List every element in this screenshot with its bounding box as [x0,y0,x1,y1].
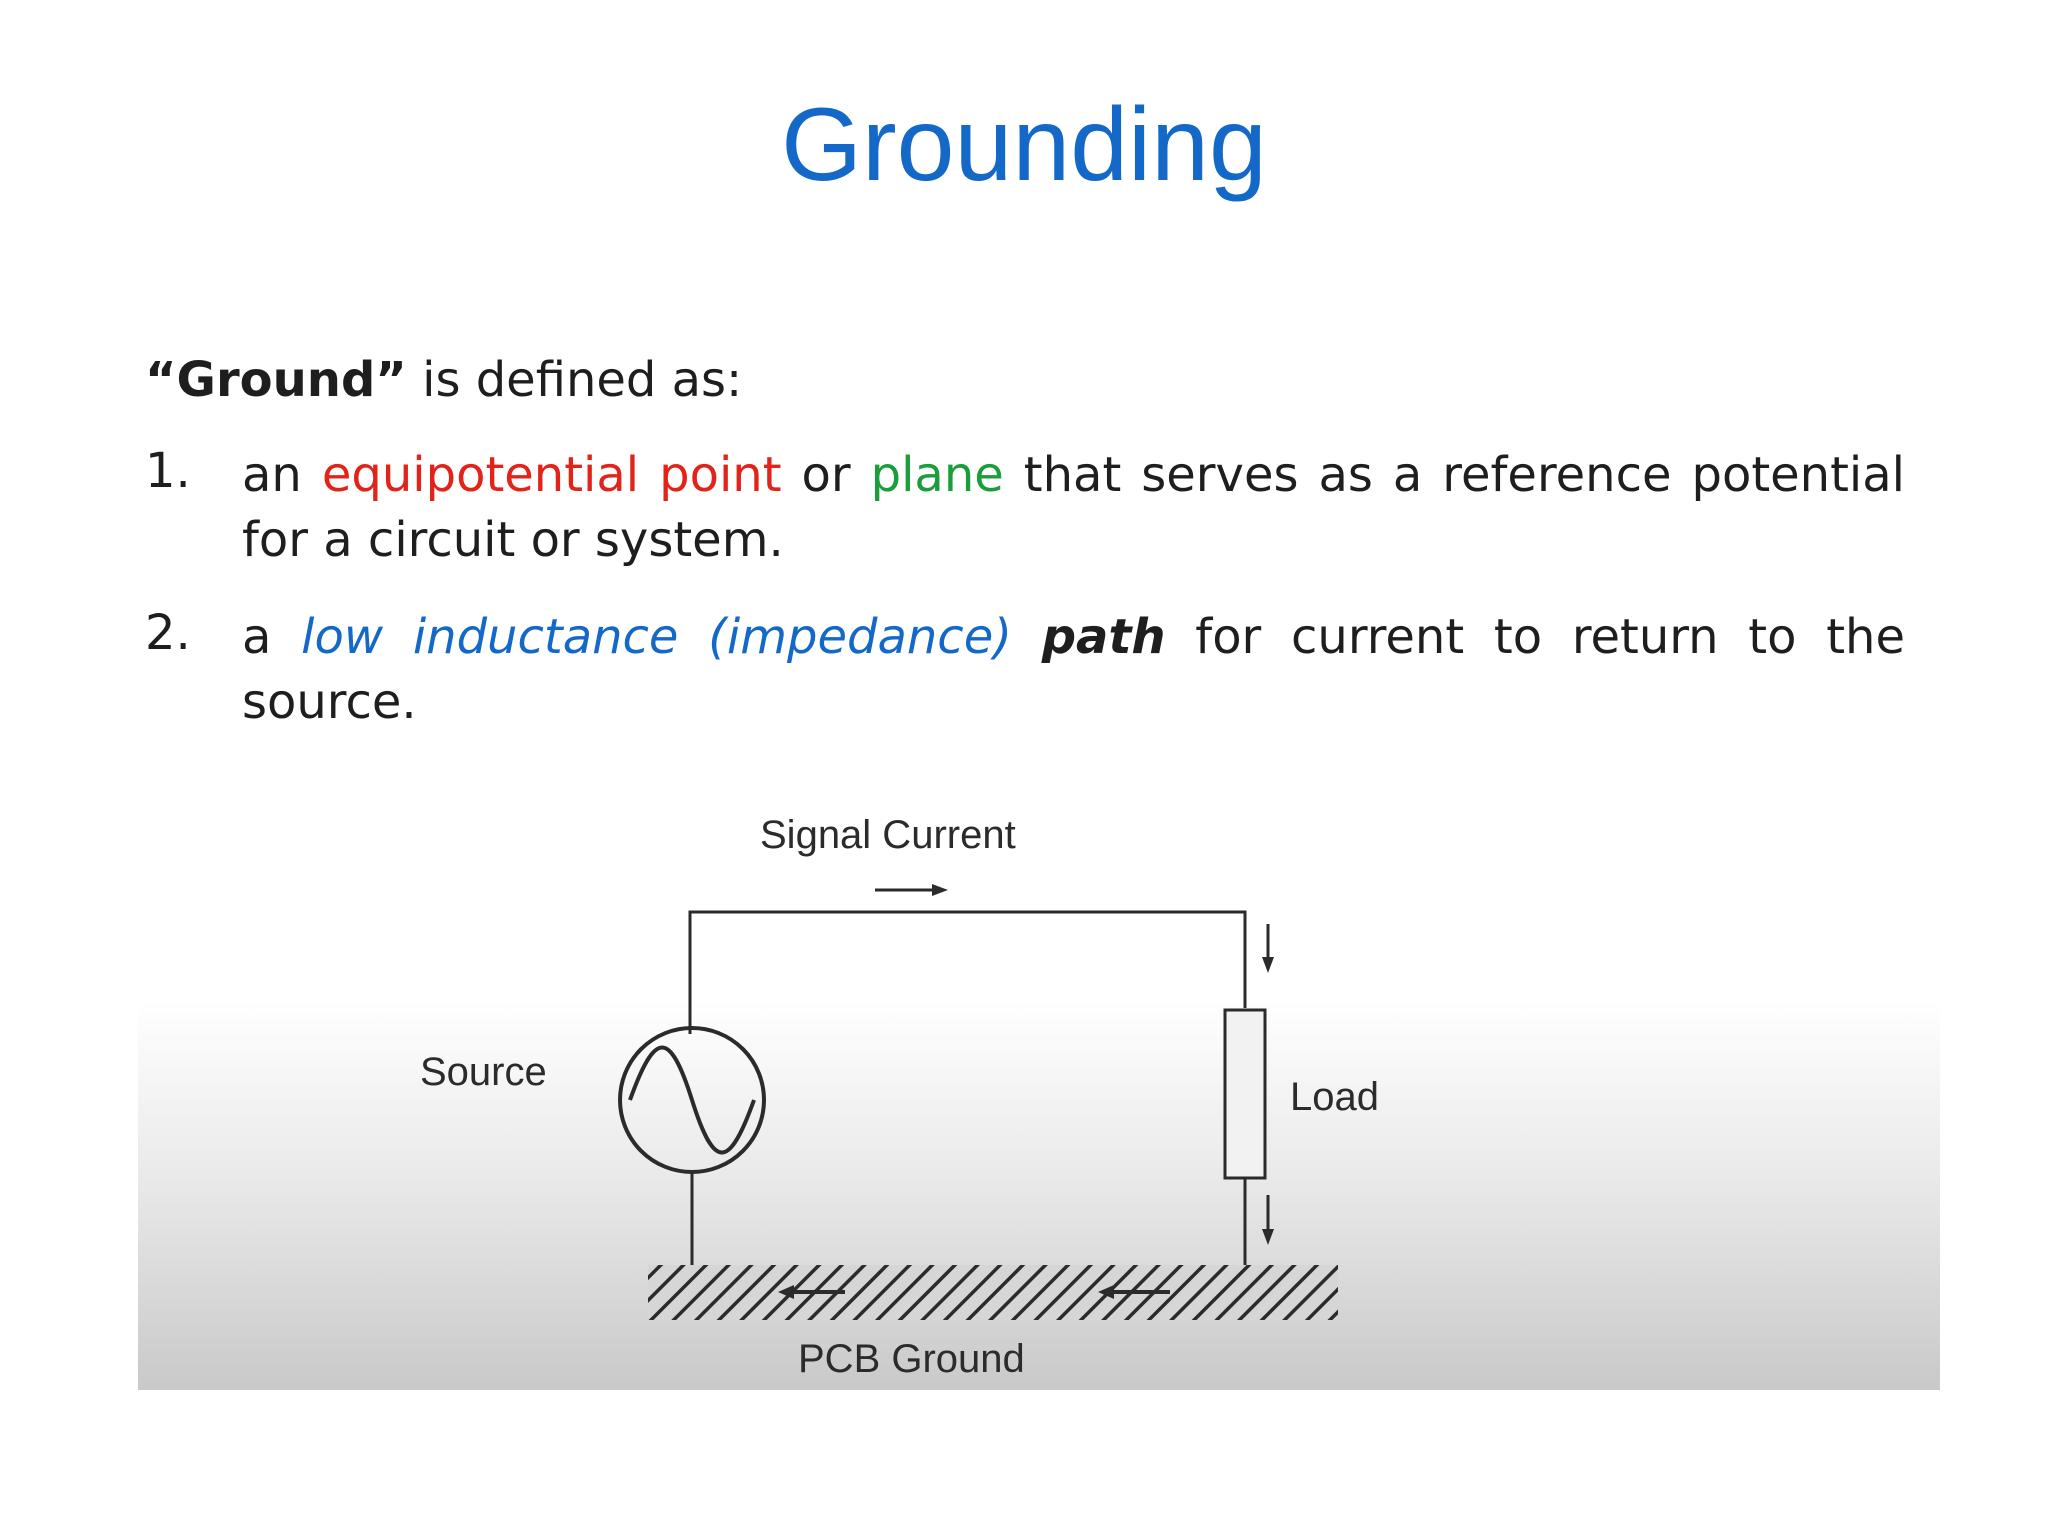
signal-current-arrow [875,884,948,896]
ac-source-icon [618,1026,766,1174]
return-arrow-right [1098,1285,1170,1299]
down-arrow-bottom [1262,1195,1274,1245]
item-body: an equipotential point or plane that ser… [242,443,1905,573]
return-arrow-left [778,1285,845,1299]
pcb-ground-label: PCB Ground [798,1337,1025,1381]
item-number: 2. [145,605,191,661]
segment: for current to return to the source. [242,609,1905,730]
down-arrow-top [1262,924,1274,973]
item-body: a low inductance (impedance) path for cu… [242,605,1905,735]
segment: an [242,447,322,503]
load-resistor [1223,1008,1267,1180]
definition-item-2: 2. a low inductance (impedance) path for… [145,605,1905,735]
definition-term: “Ground” [145,352,407,408]
segment: that serves as a reference potential for… [242,447,1906,568]
load-label: Load [1290,1075,1379,1119]
segment-bold-italic: path [1041,609,1166,665]
segment-green: plane [870,447,1004,503]
definition-item-1: 1. an equipotential point or plane that … [145,443,1905,573]
segment: a [242,609,302,665]
segment-red: equipotential point [321,447,782,503]
segment-blue-italic: low inductance (impedance) [301,609,1012,665]
circuit-wire [688,910,1247,1034]
source-label: Source [420,1050,547,1094]
segment: or [781,447,871,503]
definition-intro: “Ground” is defined as: [145,350,742,410]
slide-title: Grounding [781,87,1267,203]
item-number: 1. [145,443,191,499]
pcb-ground-plane [648,1265,1338,1320]
signal-current-label: Signal Current [760,813,1016,857]
definition-intro-rest: is defined as: [406,352,743,408]
